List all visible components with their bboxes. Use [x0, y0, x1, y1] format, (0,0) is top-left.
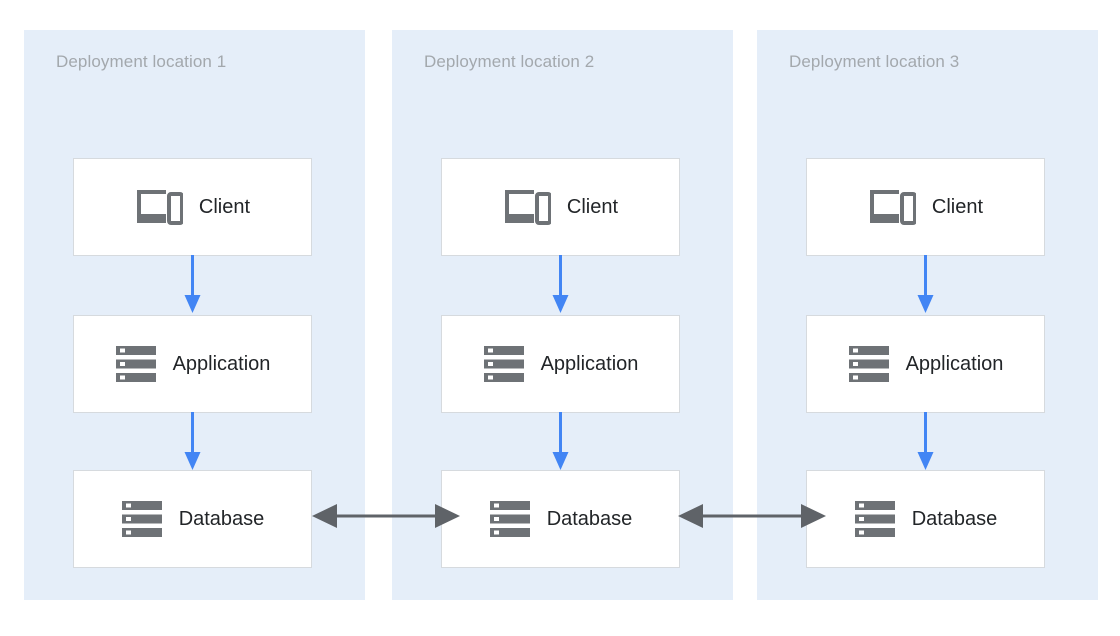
node-content: Client — [503, 188, 618, 226]
server-icon — [848, 346, 889, 382]
devices-icon — [869, 190, 916, 225]
node-label: Database — [911, 507, 998, 530]
node-label: Client — [931, 195, 984, 218]
deployment-location-3-panel: Deployment location 3 Client — [757, 30, 1098, 600]
client-to-application-arrow — [184, 255, 201, 313]
application-node[interactable]: Application — [806, 315, 1045, 413]
devices-icon — [504, 190, 551, 225]
deployment-location-1-panel: Deployment location 1 Client — [24, 30, 365, 600]
database-1-to-database-2-arrow — [312, 504, 460, 528]
database-node[interactable]: Database — [73, 470, 312, 568]
application-to-database-arrow — [552, 412, 569, 470]
node-content: Client — [868, 188, 983, 226]
node-label: Client — [566, 195, 619, 218]
database-2-to-database-3-arrow — [678, 504, 826, 528]
devices-icon — [136, 190, 183, 225]
application-node[interactable]: Application — [441, 315, 680, 413]
database-node[interactable]: Database — [441, 470, 680, 568]
node-label: Client — [198, 195, 251, 218]
panel-title: Deployment location 1 — [56, 52, 227, 71]
node-content: Application — [115, 343, 271, 385]
server-icon — [854, 501, 895, 537]
database-node[interactable]: Database — [806, 470, 1045, 568]
node-content: Client — [135, 188, 250, 226]
panel-title: Deployment location 2 — [424, 52, 595, 71]
application-node[interactable]: Application — [73, 315, 312, 413]
deployment-location-2-panel: Deployment location 2 Client — [392, 30, 733, 600]
node-label: Application — [172, 352, 271, 375]
server-icon — [121, 501, 162, 537]
client-node[interactable]: Client — [441, 158, 680, 256]
node-label: Application — [540, 352, 639, 375]
application-to-database-arrow — [917, 412, 934, 470]
client-node[interactable]: Client — [73, 158, 312, 256]
client-to-application-arrow — [552, 255, 569, 313]
node-content: Database — [854, 498, 998, 540]
node-label: Database — [546, 507, 633, 530]
application-to-database-arrow — [184, 412, 201, 470]
panel-title: Deployment location 3 — [789, 52, 960, 71]
server-icon — [489, 501, 530, 537]
server-icon — [483, 346, 524, 382]
node-label: Application — [905, 352, 1004, 375]
node-label: Database — [178, 507, 265, 530]
client-node[interactable]: Client — [806, 158, 1045, 256]
node-content: Database — [489, 498, 633, 540]
server-icon — [115, 346, 156, 382]
node-content: Application — [848, 343, 1004, 385]
node-content: Database — [121, 498, 265, 540]
node-content: Application — [483, 343, 639, 385]
client-to-application-arrow — [917, 255, 934, 313]
